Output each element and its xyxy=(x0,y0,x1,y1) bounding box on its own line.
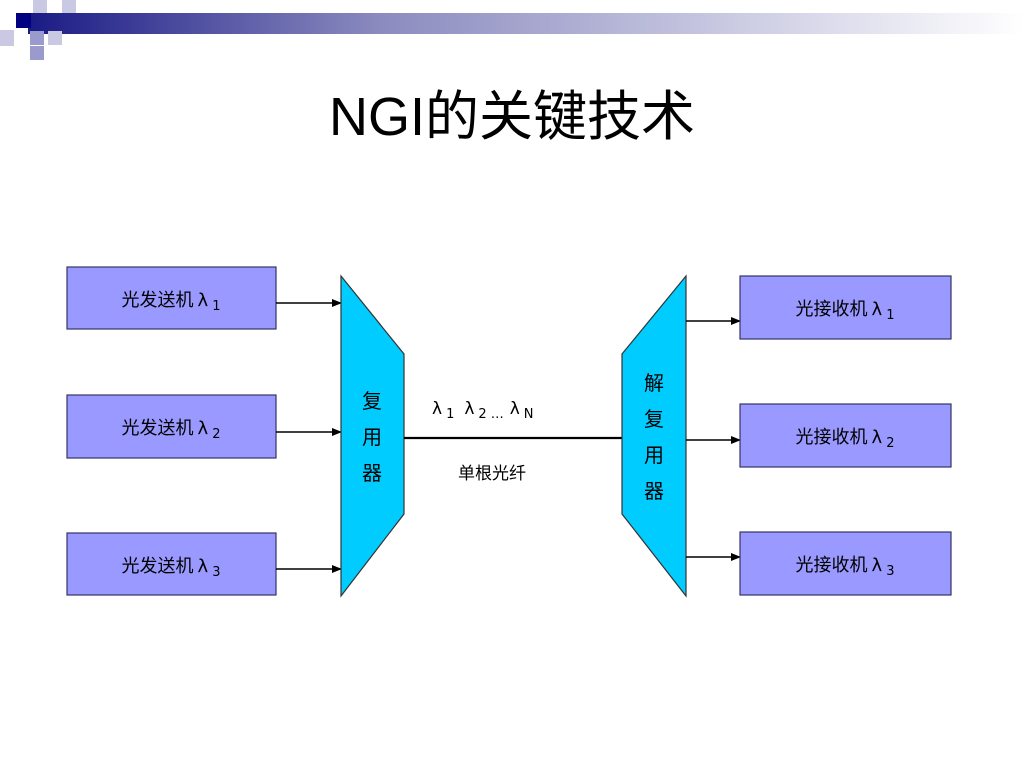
transmitter-box xyxy=(66,266,277,330)
header-decoration xyxy=(0,0,1024,60)
receiver-box xyxy=(739,403,952,468)
page-title: NGI的关键技术 xyxy=(328,87,695,147)
header-square-light xyxy=(0,30,14,46)
multiplexer-char: 器 xyxy=(362,461,382,485)
header-square-mid xyxy=(48,31,62,45)
multiplexer-char: 用 xyxy=(362,425,382,449)
demultiplexer-char: 器 xyxy=(644,479,664,503)
transmitter-box xyxy=(66,394,277,459)
demultiplexer-char: 用 xyxy=(644,443,664,467)
receiver-box xyxy=(739,275,952,340)
header-square-mid xyxy=(30,46,44,60)
demultiplexer: 解 复 用 器 xyxy=(621,274,687,598)
demultiplexer-char: 解 xyxy=(644,371,664,395)
demultiplexer-shape xyxy=(621,274,687,598)
header-square-dark xyxy=(16,13,31,28)
multiplexer-char: 复 xyxy=(362,389,382,413)
header-square-light xyxy=(33,0,47,13)
receiver-box xyxy=(739,531,952,596)
multiplexer-shape xyxy=(340,274,405,598)
transmitter-box xyxy=(66,532,277,596)
multiplexer: 复 用 器 xyxy=(340,274,405,598)
header-square-mid xyxy=(30,31,44,45)
demultiplexer-char: 复 xyxy=(644,407,664,431)
fiber-label: 单根光纤 xyxy=(458,464,526,484)
header-square-light xyxy=(62,0,76,13)
header-gradient-bar xyxy=(28,13,1024,34)
